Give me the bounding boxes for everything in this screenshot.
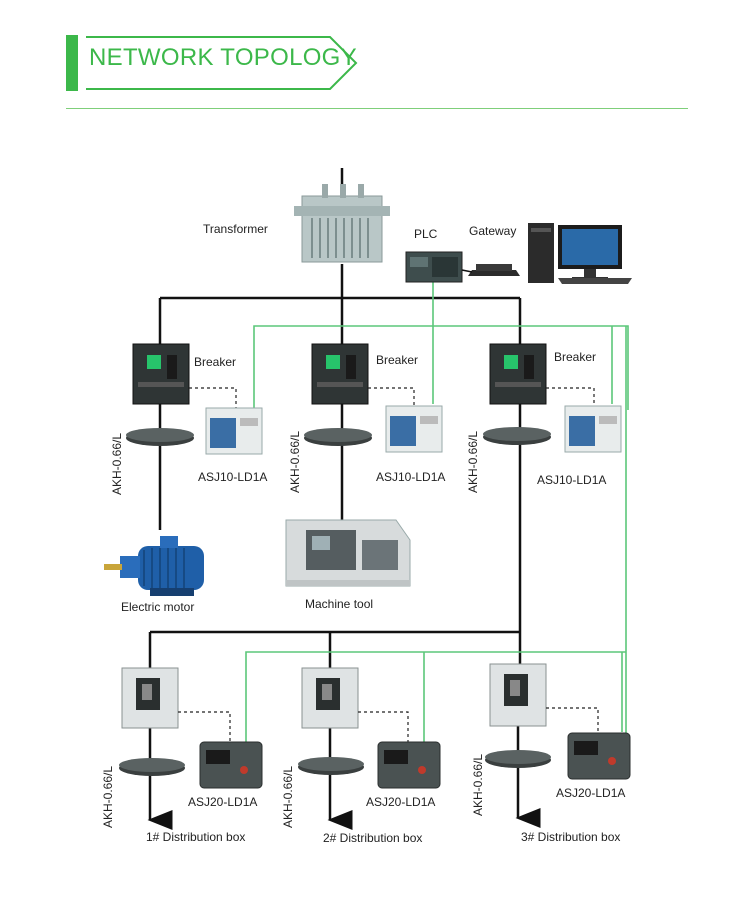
meter-label-top-3: ASJ10-LD1A xyxy=(537,473,606,487)
meter-asj20-icon-1 xyxy=(199,741,263,789)
comm-lines xyxy=(245,282,629,742)
header-divider xyxy=(66,108,688,109)
meter-label-top-1: ASJ10-LD1A xyxy=(198,470,267,484)
breaker-label-1: Breaker xyxy=(194,355,236,369)
header-accent-bar xyxy=(66,35,78,91)
breaker-meter-links-top xyxy=(189,387,595,408)
sensor-label-5: AKH-0.66/L xyxy=(281,766,295,828)
transformer-label: Transformer xyxy=(203,222,268,236)
current-sensor-lower-icon-1 xyxy=(119,758,185,776)
sensor-label-4: AKH-0.66/L xyxy=(101,766,115,828)
distribution-box-label-3: 3# Distribution box xyxy=(521,830,620,844)
current-sensor-lower-icon-2 xyxy=(298,757,364,775)
distribution-box-label-1: 1# Distribution box xyxy=(146,830,245,844)
sensor-label-6: AKH-0.66/L xyxy=(471,754,485,816)
breaker-icon-2 xyxy=(311,343,369,405)
breaker-lower-icon-2 xyxy=(301,667,359,729)
computer-icon xyxy=(528,223,632,284)
meter-asj20-icon-3 xyxy=(567,732,631,780)
header-frame xyxy=(86,36,358,90)
meter-asj10-icon-3 xyxy=(564,405,622,453)
breaker-lower-icon-1 xyxy=(121,667,179,729)
breaker-icon-1 xyxy=(132,343,190,405)
meter-asj10-icon-1 xyxy=(205,407,263,455)
power-lines xyxy=(147,168,541,830)
plc-icon xyxy=(405,251,463,283)
meter-asj10-icon-2 xyxy=(385,405,443,453)
current-sensor-lower-icon-3 xyxy=(485,750,551,768)
gateway-icon xyxy=(461,264,520,276)
meter-label-bottom-1: ASJ20-LD1A xyxy=(188,795,257,809)
machine-label: Machine tool xyxy=(305,597,373,611)
plc-label: PLC xyxy=(414,227,438,241)
breaker-label-2: Breaker xyxy=(376,353,418,367)
current-sensor-icon-3 xyxy=(483,427,551,445)
current-sensor-icon-2 xyxy=(304,428,372,446)
machine-tool-icon xyxy=(285,519,411,587)
meter-label-bottom-3: ASJ20-LD1A xyxy=(556,786,625,800)
meter-asj20-icon-2 xyxy=(377,741,441,789)
breaker-label-3: Breaker xyxy=(554,350,596,364)
sensor-label-2: AKH-0.66/L xyxy=(288,431,302,493)
electric-motor-icon xyxy=(104,536,204,596)
breaker-lower-icon-3 xyxy=(489,663,547,727)
sensor-label-1: AKH-0.66/L xyxy=(110,433,124,495)
gateway-label: Gateway xyxy=(469,224,516,238)
meter-label-top-2: ASJ10-LD1A xyxy=(376,470,445,484)
breaker-icon-3 xyxy=(489,343,547,405)
current-sensor-icon-1 xyxy=(126,428,194,446)
breaker-meter-links-bottom xyxy=(178,707,599,742)
motor-label: Electric motor xyxy=(121,600,194,614)
page-title: NETWORK TOPOLOGY xyxy=(89,44,357,71)
meter-label-bottom-2: ASJ20-LD1A xyxy=(366,795,435,809)
transformer-icon xyxy=(294,184,390,263)
sensor-label-3: AKH-0.66/L xyxy=(466,431,480,493)
distribution-box-label-2: 2# Distribution box xyxy=(323,831,422,845)
